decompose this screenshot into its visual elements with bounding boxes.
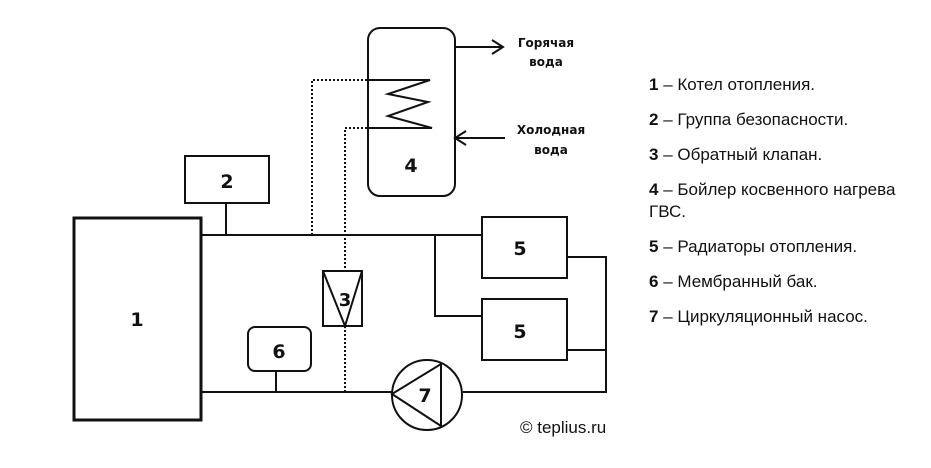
cold-water-label-2: вода <box>534 143 568 157</box>
radiator-bottom-box <box>481 298 568 361</box>
pump-label: 7 <box>418 385 431 407</box>
expansion-tank-label: 6 <box>272 341 285 363</box>
safety-group-label: 2 <box>220 171 233 193</box>
copyright: © teplius.ru <box>520 418 607 437</box>
pump-triangle <box>390 362 442 428</box>
legend: 1 – Котел отопления. 2 – Группа безопасн… <box>649 74 919 341</box>
boiler-box <box>72 216 203 422</box>
legend-item: 7 – Циркуляционный насос. <box>649 307 868 326</box>
cold-water-label-1: Холодная <box>517 123 585 137</box>
legend-item: 2 – Группа безопасности. <box>649 110 849 129</box>
legend-item: 1 – Котел отопления. <box>649 75 816 94</box>
radiator-return-pipe <box>567 256 607 392</box>
coil-return-dotted-pipe <box>344 127 368 392</box>
cold-water-arrow-icon <box>453 130 467 146</box>
legend-item: 6 – Мембранный бак. <box>649 272 818 291</box>
water-heater-label: 4 <box>404 155 417 177</box>
radiator-top-box <box>481 216 568 279</box>
coil-supply-dotted-pipe <box>311 79 368 235</box>
legend-item: 4 – Бойлер косвенного нагрева ГВС. <box>649 180 896 221</box>
water-heater-tank <box>367 27 456 197</box>
legend-item: 5 – Радиаторы отопления. <box>649 237 858 256</box>
expansion-tank-box <box>247 326 312 372</box>
check-valve-triangle <box>322 270 363 329</box>
heating-coil <box>368 79 433 129</box>
check-valve-box <box>322 270 363 327</box>
check-valve-label: 3 <box>339 290 352 311</box>
boiler-label: 1 <box>130 309 143 331</box>
legend-item: 3 – Обратный клапан. <box>649 145 823 164</box>
radiator-bottom-supply-pipe <box>434 235 482 317</box>
hot-water-label-1: Горячая <box>518 36 574 50</box>
radiator-bottom-label: 5 <box>513 321 526 343</box>
radiator-top-label: 5 <box>513 238 526 260</box>
hot-water-label-2: вода <box>529 55 563 69</box>
hot-water-arrow-icon <box>491 39 505 55</box>
